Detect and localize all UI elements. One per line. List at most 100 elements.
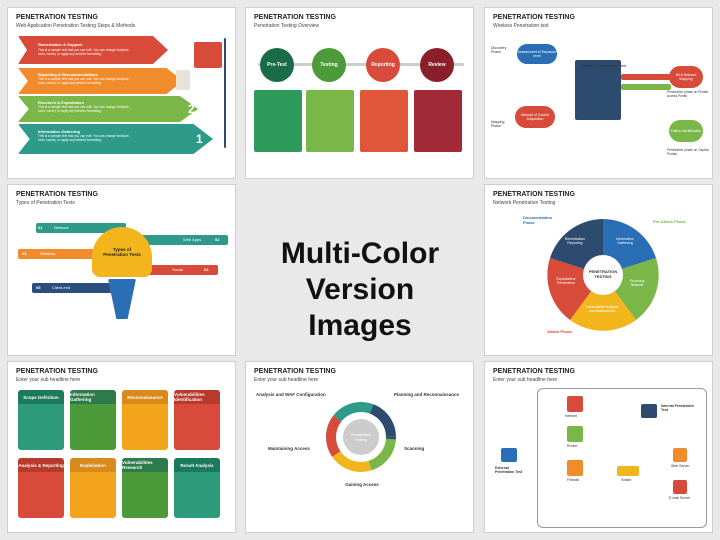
- type-bar: [18, 249, 118, 259]
- label-captive: Penetration phase on Captive Portals: [667, 148, 709, 156]
- slide-topology[interactable]: PENETRATION TESTING Enter your sub headl…: [484, 361, 713, 533]
- network-frame: [537, 388, 707, 528]
- center-caption: Multi-Color Version Images: [250, 236, 470, 344]
- ring-hub: [343, 419, 379, 455]
- slide-subtitle: Network Penetration Testing: [493, 200, 556, 206]
- type-label: Client-end: [52, 285, 71, 290]
- firewall-icon: [567, 460, 583, 476]
- ring-seg: [326, 402, 396, 472]
- node-label: Router: [567, 444, 578, 448]
- type-number: 01: [38, 225, 43, 230]
- step-band-2: [18, 96, 198, 122]
- step-desc: This is a sample text that you can edit.…: [38, 105, 130, 113]
- funnel-head: Types of Penetration Tests: [92, 227, 152, 277]
- stage-label: Review: [428, 62, 446, 68]
- stage-circle: Pre-Test: [260, 48, 294, 82]
- ring-seg: [326, 402, 396, 472]
- slide-subtitle: Wireless Penetration test: [493, 23, 549, 29]
- slide-network[interactable]: PENETRATION TESTING Network Penetration …: [484, 184, 713, 356]
- slide-web-app-steps[interactable]: PENETRATION TESTING Web Application Pene…: [7, 7, 236, 179]
- label-mapping: Mapping Phase: [491, 120, 505, 128]
- slide-title: PENETRATION TESTING: [16, 191, 98, 198]
- slide-title: PENETRATION TESTING: [16, 14, 98, 21]
- cycle-ring: [326, 402, 396, 472]
- type-bar: [138, 265, 218, 275]
- slide-cards[interactable]: PENETRATION TESTING Enter your sub headl…: [7, 361, 236, 533]
- type-bar: [36, 223, 126, 233]
- stage-panel: [306, 90, 354, 152]
- card: Scope Definition: [18, 390, 64, 450]
- monitor-icon: [641, 404, 657, 418]
- phase-label: Attack Phase: [547, 329, 573, 334]
- step-band-3: [18, 68, 183, 94]
- node-label: Switch: [621, 478, 632, 482]
- slide-subtitle: Enter your sub headline here: [16, 377, 81, 383]
- hub: [583, 255, 623, 295]
- segment-label: Remediation/ Reporting: [564, 237, 586, 245]
- step-number: 1: [196, 132, 203, 146]
- type-label: Social: [172, 267, 183, 272]
- card: Exploitation: [70, 458, 116, 518]
- cycle-step: Scanning: [404, 446, 425, 451]
- slide-wireless[interactable]: PENETRATION TESTING Wireless Penetration…: [484, 7, 713, 179]
- step-label: Research & Exploitation: [38, 100, 85, 105]
- monitor-icon: [501, 448, 517, 462]
- slide-overview[interactable]: PENETRATION TESTING Penetration Testing …: [245, 7, 474, 179]
- mail-icon: [673, 480, 687, 494]
- book-block: [176, 70, 190, 90]
- slide-title: PENETRATION TESTING: [493, 368, 575, 375]
- ring-seg: [326, 402, 396, 472]
- book-block: [194, 42, 222, 68]
- slide-title: PENETRATION TESTING: [16, 368, 98, 375]
- node-wifi: Wi-fi Network Mapping: [669, 66, 703, 88]
- internet-icon: [567, 396, 583, 412]
- wireless-box: [575, 60, 621, 120]
- slide-cycle[interactable]: PENETRATION TESTING Enter your sub headl…: [245, 361, 474, 533]
- type-number: 03: [22, 251, 27, 256]
- slide-title: PENETRATION TESTING: [493, 14, 575, 21]
- node-assessment: Assessment of Exposure level: [517, 44, 557, 64]
- caption-line-1: Multi-Color: [280, 237, 440, 270]
- segment-label: Information Gathering: [616, 237, 634, 245]
- funnel-stem: [108, 279, 136, 319]
- node-label: Web Server: [671, 464, 690, 468]
- slide-subtitle: Web Application Penetration Testing Step…: [16, 23, 136, 29]
- switch-icon: [617, 466, 639, 476]
- connector: [621, 84, 671, 90]
- step-number: 2: [188, 102, 195, 116]
- node-label: Firewall: [567, 478, 580, 482]
- cycle-step: Maintaining Access: [268, 446, 310, 451]
- step-desc: This is a sample text that you can edit.…: [38, 134, 130, 142]
- slide-title: PENETRATION TESTING: [493, 191, 575, 198]
- slide-title: PENETRATION TESTING: [254, 14, 336, 21]
- segment-label: Exploitation/ Penetration: [556, 277, 576, 285]
- card: Result Analysis: [174, 458, 220, 518]
- stage-circle: Testing: [312, 48, 346, 82]
- step-desc: This is a sample text that you can edit.…: [38, 48, 130, 56]
- card: Vulnerabilities Identification: [174, 390, 220, 450]
- label-pap: Penetration phase on Private Access Poin…: [667, 90, 709, 98]
- stage-label: Testing: [320, 62, 338, 68]
- slide-subtitle: Enter your sub headline here: [493, 377, 558, 383]
- cycle-step: Planning and Reconnaissance: [394, 392, 460, 397]
- segment-label: Scanning Network: [629, 279, 645, 287]
- webserver-icon: [673, 448, 687, 462]
- slide-subtitle: Enter your sub headline here: [254, 377, 319, 383]
- caption-line-2: Version Images: [305, 273, 415, 342]
- node-attempt: Attempt of Control Acquisition: [515, 106, 555, 128]
- stage-circle: Review: [420, 48, 454, 82]
- slide-types[interactable]: PENETRATION TESTING Types of Penetration…: [7, 184, 236, 356]
- router-icon: [567, 426, 583, 442]
- ring-seg: [326, 402, 396, 472]
- card: Reconnaissance: [122, 390, 168, 450]
- label-wpt: Wireless Penetration Test: [581, 63, 627, 68]
- step-label: Reporting & Recommendations: [38, 72, 98, 77]
- slide-subtitle: Penetration Testing Overview: [254, 23, 319, 29]
- type-number: 05: [36, 285, 41, 290]
- stage-label: Pre-Test: [267, 62, 287, 68]
- step-band-1: [18, 124, 213, 154]
- type-label: Wireless: [40, 251, 56, 256]
- label-discovery: Discovery Phase: [491, 46, 507, 54]
- node-label: Internet: [565, 414, 577, 418]
